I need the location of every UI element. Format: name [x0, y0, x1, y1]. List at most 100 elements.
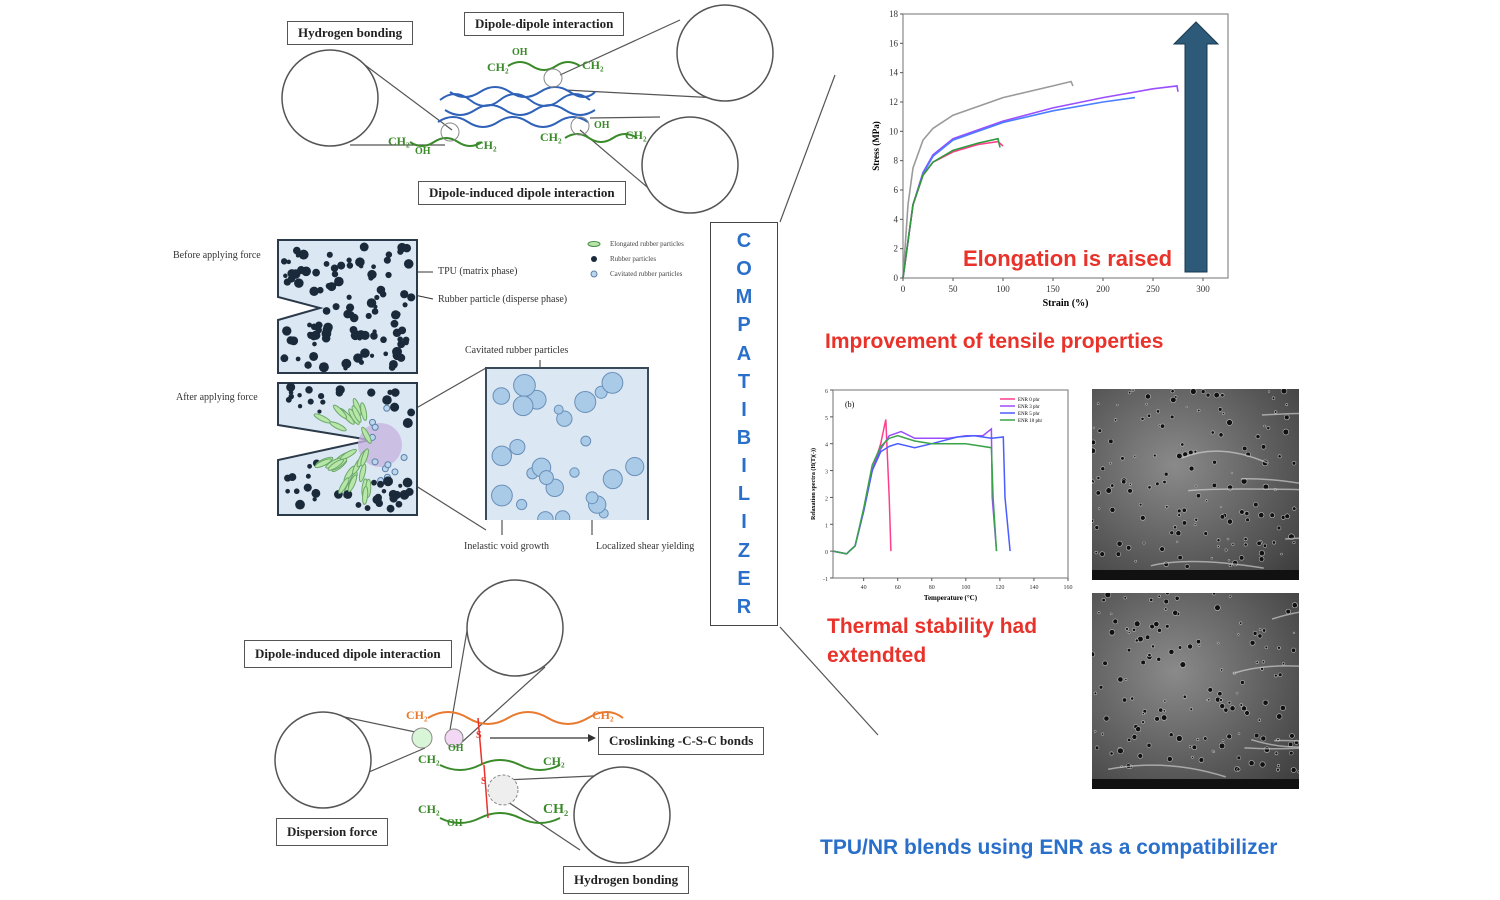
- pore: [1169, 530, 1175, 536]
- rubber-particle: [325, 282, 333, 290]
- pore: [1284, 513, 1290, 519]
- pore: [1109, 461, 1112, 465]
- pore: [1285, 608, 1291, 615]
- pore: [1243, 537, 1248, 542]
- pore: [1163, 699, 1167, 703]
- pore: [1276, 713, 1283, 720]
- plot-area: [832, 389, 1069, 579]
- pore: [1236, 767, 1241, 772]
- pore: [1117, 747, 1124, 755]
- pore: [1262, 543, 1268, 548]
- pore: [1176, 508, 1182, 514]
- rubber-particle: [283, 273, 288, 279]
- x-tick-label: 100: [961, 585, 970, 591]
- pore: [1093, 691, 1098, 695]
- rubber-particle: [390, 319, 399, 328]
- pore: [1291, 647, 1297, 653]
- pore: [1099, 551, 1105, 557]
- pore: [1257, 633, 1263, 639]
- pore: [1097, 611, 1101, 615]
- rubber-particle: [392, 328, 402, 338]
- pore: [1092, 447, 1096, 455]
- rubber-particle: [383, 351, 389, 357]
- rubber-particle: [289, 336, 299, 346]
- chem-ch2: CH₂: [540, 130, 562, 144]
- pore: [1140, 659, 1146, 666]
- label-shear: Localized shear yielding: [596, 541, 695, 552]
- chem-ch2: CH₂: [475, 138, 497, 152]
- pore: [1151, 644, 1155, 649]
- pore: [1184, 563, 1190, 569]
- pore: [1197, 644, 1201, 647]
- pore: [1182, 694, 1187, 699]
- pore: [1280, 552, 1283, 556]
- pore: [1101, 732, 1105, 736]
- pore: [1262, 628, 1267, 633]
- pore: [1236, 755, 1242, 761]
- pore: [1217, 691, 1223, 697]
- rubber-particle: [307, 331, 313, 338]
- rubber-particle: [341, 358, 352, 369]
- label-crosslinking: Croslinking -C-S-C bonds: [598, 727, 765, 755]
- label-dispersion-force: Dispersion force: [276, 818, 389, 846]
- y-tick-label: 2: [894, 244, 899, 254]
- rubber-particle: [307, 398, 314, 405]
- rubber-particle: [312, 341, 317, 347]
- pore: [1259, 761, 1266, 768]
- rubber-particle: [283, 278, 291, 286]
- pore: [1163, 471, 1169, 477]
- pore: [1212, 593, 1217, 596]
- pore: [1155, 481, 1160, 486]
- legend-icons: [587, 241, 601, 278]
- chem-ch2: CH₂: [487, 60, 509, 74]
- rubber-particle: [386, 504, 395, 513]
- chem-oh: OH: [594, 120, 610, 131]
- pore: [1140, 515, 1146, 521]
- pore: [1141, 712, 1145, 715]
- rubber-particle: [371, 479, 377, 486]
- pore: [1160, 423, 1166, 429]
- pore: [1159, 546, 1165, 552]
- cavitated-void: [509, 438, 526, 456]
- rubber-particle: [389, 494, 398, 503]
- pore: [1125, 627, 1129, 631]
- pore: [1242, 445, 1248, 452]
- pore: [1263, 746, 1271, 753]
- pore: [1180, 442, 1185, 447]
- pore: [1244, 511, 1250, 516]
- pore: [1207, 687, 1213, 693]
- pore: [1260, 735, 1267, 742]
- rubber-particle: [298, 249, 309, 260]
- pore: [1145, 402, 1148, 406]
- compatibilizer-letter: Z: [737, 539, 751, 562]
- pore: [1142, 541, 1146, 545]
- pore: [1149, 623, 1155, 630]
- pore: [1092, 439, 1096, 446]
- pore: [1220, 393, 1225, 398]
- cavitated-void: [625, 457, 645, 477]
- footer-title: TPU/NR blends using ENR as a compatibili…: [820, 836, 1278, 859]
- pore: [1239, 509, 1245, 515]
- rubber-particle: [383, 256, 391, 264]
- cavitated-particle: [384, 461, 392, 469]
- y-tick-label: 2: [825, 496, 828, 502]
- y-tick-label: 1: [825, 523, 828, 529]
- rubber-particle: [303, 483, 312, 492]
- y-tick-label: 4: [894, 214, 899, 224]
- pore: [1267, 390, 1271, 393]
- rubber-particle: [284, 474, 292, 482]
- x-tick-label: 160: [1064, 585, 1073, 591]
- sem-image-1: [1092, 389, 1299, 580]
- cavitated-particle: [400, 453, 408, 461]
- pore: [1138, 502, 1143, 507]
- pore: [1158, 707, 1164, 713]
- cavitated-void: [516, 498, 528, 511]
- pore: [1235, 691, 1239, 695]
- pore: [1195, 639, 1202, 645]
- pore: [1125, 545, 1132, 551]
- rubber-particle: [332, 303, 340, 311]
- cavitated-void: [491, 484, 513, 507]
- pore: [1140, 416, 1145, 421]
- chem-ch2: CH₂: [406, 708, 428, 722]
- pore: [1161, 714, 1168, 721]
